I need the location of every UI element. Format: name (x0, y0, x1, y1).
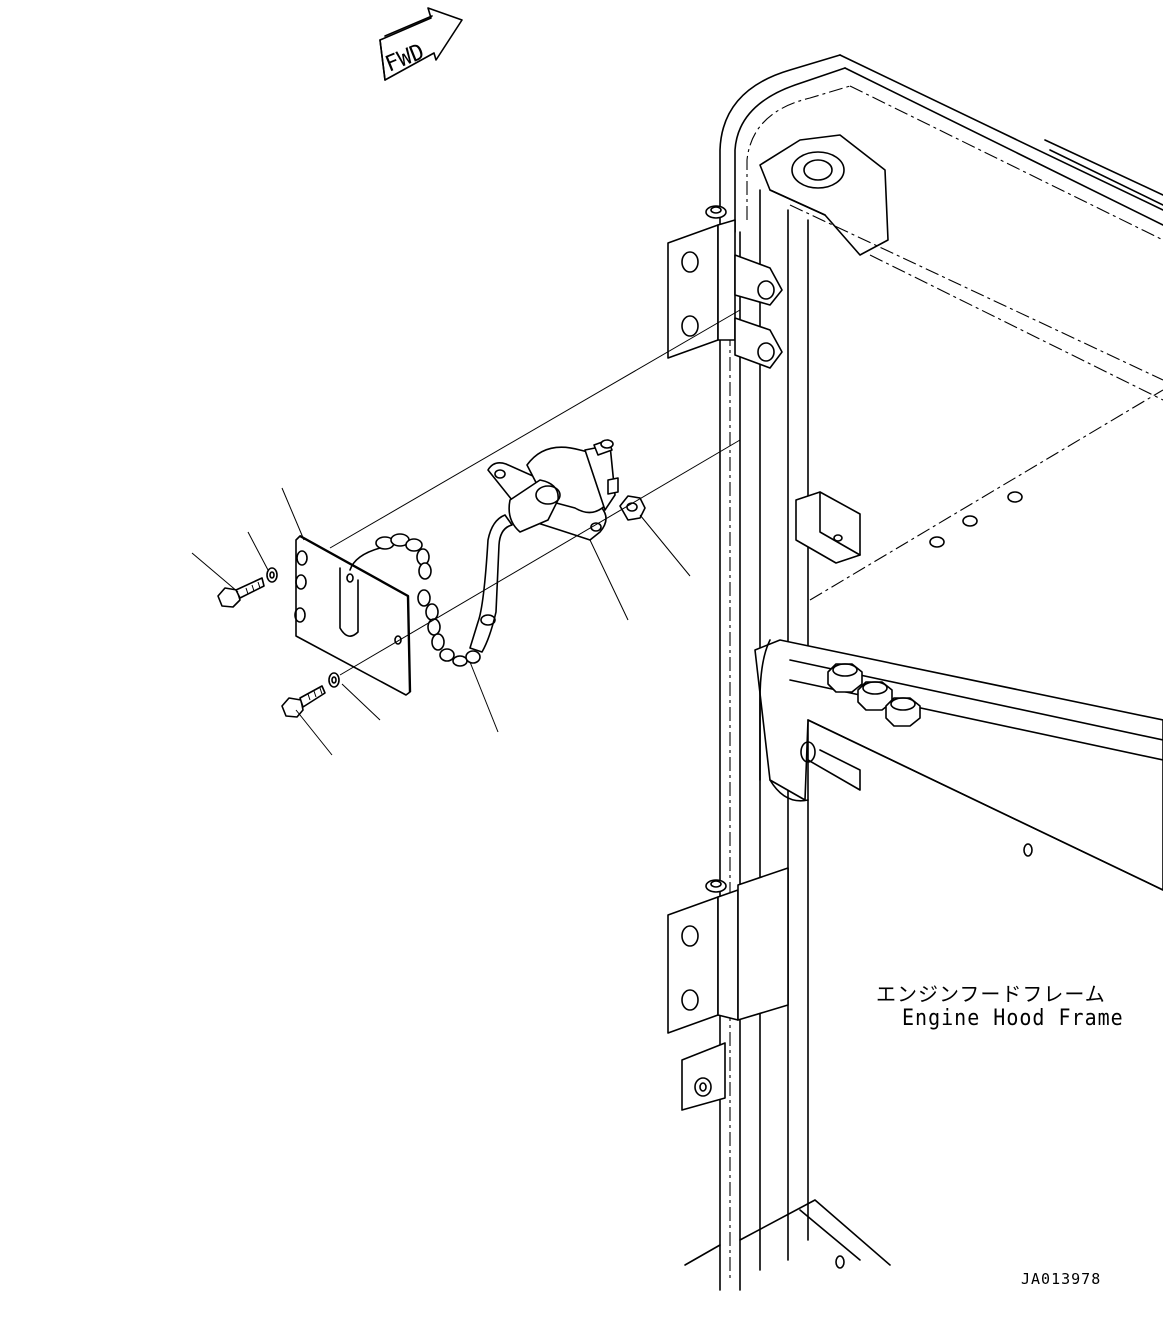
frame-label-english: Engine Hood Frame (902, 1004, 1124, 1031)
upper-hinge (667, 205, 783, 369)
engine-hood-frame (667, 54, 1163, 1291)
drawing-id: JA013978 (1021, 1270, 1102, 1288)
bolts (217, 577, 326, 718)
lock-body (487, 439, 619, 541)
alignment-lines (329, 309, 741, 676)
mounting-plate (294, 534, 412, 696)
fwd-arrow: FWD (379, 7, 463, 81)
frame-label-japanese: エンジンフードフレーム (876, 982, 1106, 1006)
lower-hinge (667, 867, 789, 1034)
lower-clip (681, 1042, 726, 1111)
chain (349, 533, 481, 667)
nut (619, 495, 646, 521)
lock-pin (469, 514, 513, 653)
crossbar-bolts (827, 663, 921, 727)
leader-lines (191, 487, 691, 756)
washers (266, 567, 340, 688)
